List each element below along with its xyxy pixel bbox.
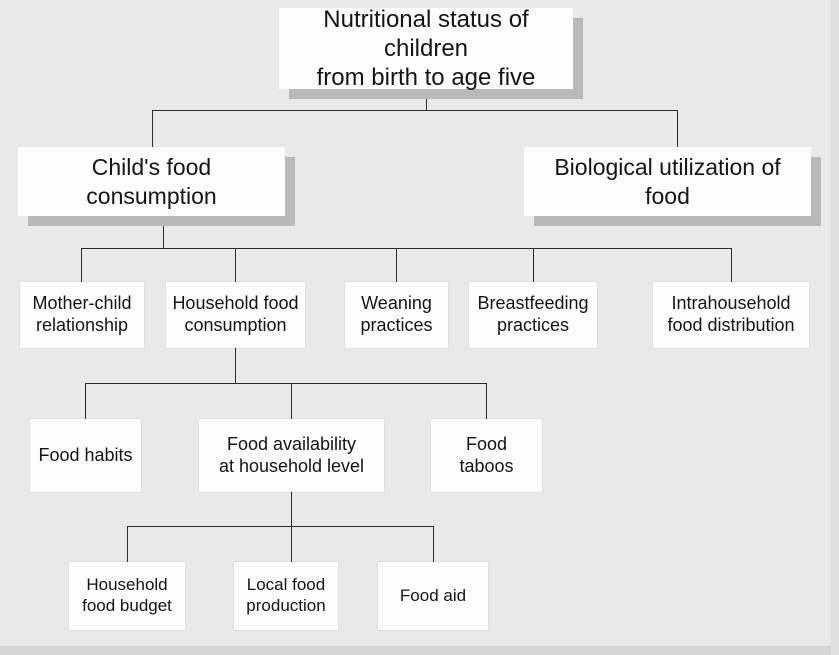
- connector-drop-intrahousehold: [731, 248, 732, 282]
- connector-drop-breastfeeding: [533, 248, 534, 282]
- node-local-food-production[interactable]: Local food production: [234, 562, 338, 630]
- node-intrahousehold-food-distribution[interactable]: Intrahousehold food distribution: [653, 282, 809, 348]
- connector-drop-mother-child: [81, 248, 82, 282]
- page-right-edge: [831, 0, 839, 655]
- node-food-taboos[interactable]: Food taboos: [431, 419, 542, 492]
- connector-household-food-down: [235, 348, 236, 384]
- node-household-food-budget[interactable]: Household food budget: [69, 562, 185, 630]
- connector-drop-household-food-budget: [127, 526, 128, 562]
- connector-drop-weaning: [396, 248, 397, 282]
- node-breastfeeding-practices[interactable]: Breastfeeding practices: [469, 282, 597, 348]
- connector-drop-food-habits: [85, 383, 86, 419]
- node-food-aid[interactable]: Food aid: [378, 562, 488, 630]
- connector-drop-household-food-consumption: [235, 248, 236, 282]
- connector-drop-food-aid: [433, 526, 434, 562]
- connector-drop-childs-food: [152, 110, 153, 148]
- connector-drop-food-availability: [291, 383, 292, 419]
- connector-food-availability-down: [291, 492, 292, 527]
- connector-childs-food-down: [163, 216, 164, 249]
- node-childs-food-consumption[interactable]: Child's food consumption: [18, 147, 285, 216]
- node-food-habits[interactable]: Food habits: [30, 419, 141, 492]
- node-household-food-consumption[interactable]: Household food consumption: [166, 282, 305, 348]
- node-biological-utilization-of-food[interactable]: Biological utilization of food: [524, 147, 811, 216]
- connector-drop-local-food-production: [291, 526, 292, 562]
- connector-drop-biological: [677, 110, 678, 148]
- connector-bus-level5: [127, 526, 434, 527]
- node-nutritional-status[interactable]: Nutritional status of children from birt…: [279, 6, 573, 91]
- node-weaning-practices[interactable]: Weaning practices: [345, 282, 448, 348]
- node-food-availability-at-household-level[interactable]: Food availability at household level: [199, 419, 384, 492]
- connector-bus-level2: [152, 110, 678, 111]
- node-mother-child-relationship[interactable]: Mother-child relationship: [20, 282, 144, 348]
- connector-bus-level3: [81, 248, 732, 249]
- connector-bus-level4: [85, 383, 486, 384]
- page-bottom-edge: [0, 646, 839, 655]
- connector-title-down: [426, 88, 427, 111]
- connector-drop-food-taboos: [486, 383, 487, 419]
